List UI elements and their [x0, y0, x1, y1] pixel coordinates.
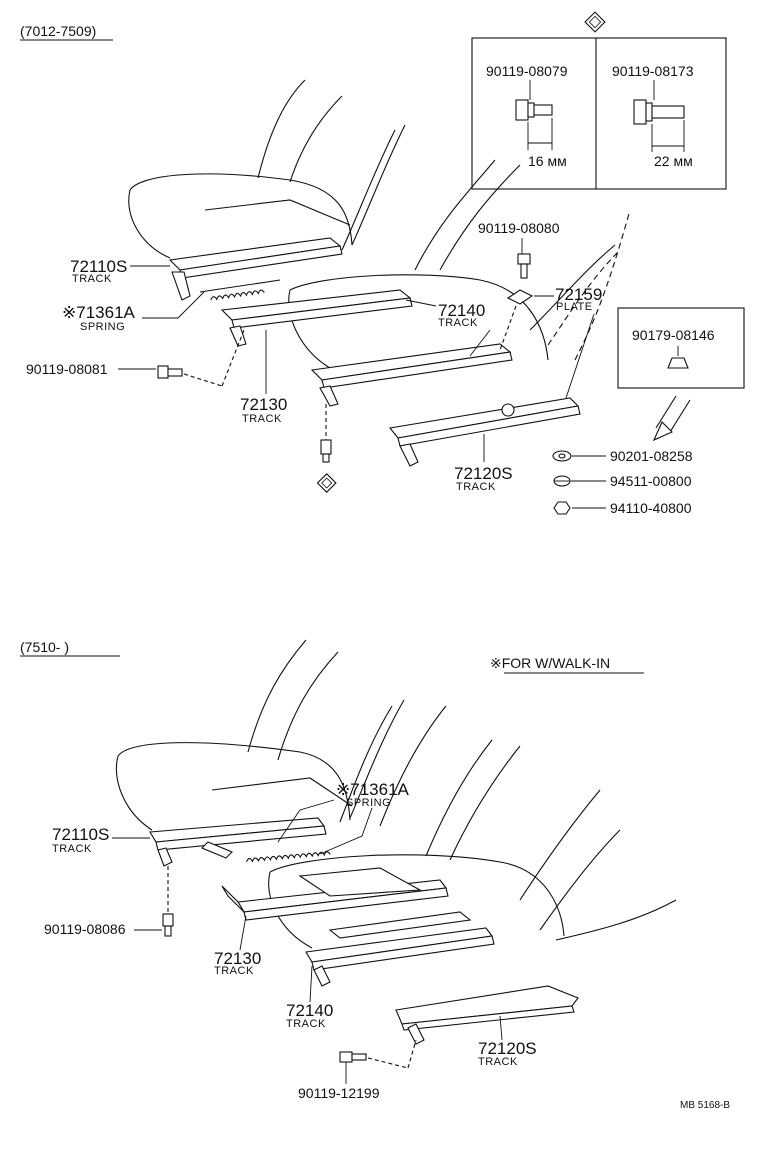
rail-72140-top	[310, 343, 513, 407]
lower-bolt-top	[316, 404, 337, 493]
range-label-top: (7012-7509)	[20, 23, 96, 39]
rail-72120s-bottom	[395, 985, 579, 1045]
bolt-inset-box: 90119-08079 16 мм 90119-08173 22 мм	[471, 37, 727, 190]
spring-71361a-bottom	[246, 851, 331, 863]
callout-72140-bottom: 72140	[286, 1001, 333, 1020]
plate-72159-shape	[506, 289, 534, 305]
diamond-mark-icon	[584, 11, 606, 33]
callout-72120s-bottom: 72120S	[478, 1039, 537, 1058]
callout-90119-08081: 90119-08081	[26, 361, 108, 377]
callout-71361a: ※71361A	[62, 303, 136, 322]
callout-72140-name: TRACK	[438, 317, 478, 329]
callout-72130-name: TRACK	[242, 413, 282, 425]
callout-94110-40800: 94110-40800	[610, 500, 692, 516]
inset-nut-part: 90179-08146	[632, 327, 715, 343]
callout-72159-name: PLATE	[556, 301, 593, 313]
callout-72110s-name: TRACK	[72, 273, 112, 285]
nut-icon	[553, 501, 571, 515]
rail-72130-bottom	[221, 867, 449, 921]
bolt-icon	[515, 99, 553, 121]
callout-72110s: 72110S	[70, 257, 127, 276]
callout-72110s-bottom-name: TRACK	[52, 843, 92, 855]
callout-72140-bottom-name: TRACK	[286, 1018, 326, 1030]
bolt-90119-08086	[162, 866, 174, 937]
callout-72120s-bottom-name: TRACK	[478, 1056, 518, 1068]
callout-72130: 72130	[240, 395, 287, 414]
bolt-90119-08081	[157, 329, 245, 387]
inset-bolt-2-length: 22 мм	[654, 153, 693, 169]
bolt-90119-12199	[339, 1039, 417, 1069]
callout-72110s-bottom: 72110S	[52, 825, 109, 844]
callout-72120s-name: TRACK	[456, 481, 496, 493]
rail-72110s-bottom	[149, 817, 327, 867]
callout-72140: 72140	[438, 301, 485, 320]
callout-90119-08080: 90119-08080	[478, 220, 560, 236]
panel-bottom: (7510- ) ※FOR W/WALK-IN	[20, 639, 730, 1111]
range-label-bottom: (7510- )	[20, 639, 69, 655]
rail-72110s-top	[168, 237, 343, 301]
callout-94511-00800: 94511-00800	[610, 473, 692, 489]
drawing-code: MB 5168-B	[680, 1100, 730, 1111]
bolt-90119-08080	[499, 253, 534, 351]
callout-71361a-bottom-name: SPRING	[346, 797, 391, 809]
bolt-icon	[633, 99, 685, 125]
callout-90119-12199: 90119-12199	[298, 1085, 380, 1101]
washer-stack	[552, 450, 572, 515]
callout-72130-bottom-name: TRACK	[214, 965, 254, 977]
inset-bolt-1-length: 16 мм	[528, 153, 567, 169]
rail-72140-bottom	[305, 911, 495, 987]
panel-top: (7012-7509) 90119-08079 16 мм 90119-0817…	[20, 11, 745, 516]
nut-inset-box: 90179-08146	[617, 307, 745, 442]
rail-72130-top	[220, 289, 413, 347]
callout-90119-08086: 90119-08086	[44, 921, 126, 937]
spring-71361a-top	[199, 279, 281, 301]
callout-71361a-bottom: ※71361A	[336, 780, 410, 799]
diamond-mark-icon	[316, 473, 337, 493]
walk-in-note: ※FOR W/WALK-IN	[490, 655, 610, 671]
seat-outline-top	[128, 79, 631, 369]
rail-72120s-top	[388, 397, 581, 467]
inset-frame	[471, 37, 727, 190]
callout-72120s: 72120S	[454, 464, 513, 483]
callout-90201-08258: 90201-08258	[610, 448, 693, 464]
nut-icon	[667, 357, 689, 369]
seat-outline-bottom	[115, 639, 677, 949]
inset-bolt-2-part: 90119-08173	[612, 63, 694, 79]
pointer-arrow-icon	[655, 395, 677, 429]
callout-72159: 72159	[555, 285, 602, 304]
callout-72130-bottom: 72130	[214, 949, 261, 968]
diamond-mark-inner-icon	[588, 15, 602, 29]
inset-bolt-1-part: 90119-08079	[486, 63, 568, 79]
callout-71361a-name: SPRING	[80, 321, 125, 333]
